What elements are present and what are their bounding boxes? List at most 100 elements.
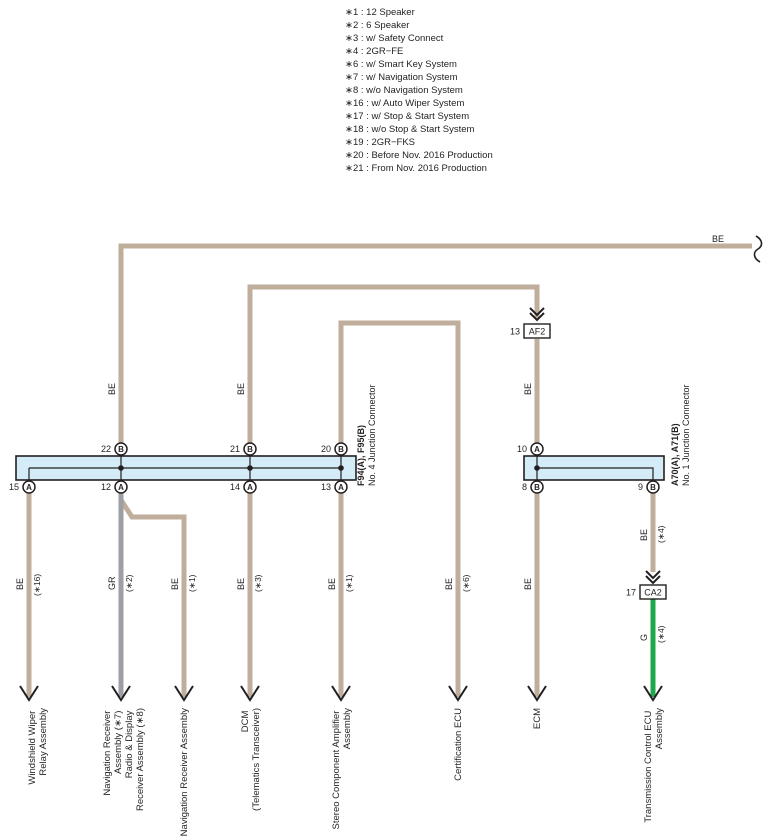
legend-note: ∗16 : w/ Auto Wiper System [345,98,465,109]
pin-number: 13 [321,482,331,492]
pin-letter: A [338,483,344,492]
wire-color-label: BE [107,383,117,395]
pin-letter: A [26,483,32,492]
pin-14 [243,480,257,494]
pin-number: 22 [101,444,111,454]
destination-line: Navigation Receiver Assembly [179,708,190,837]
pin-22 [114,442,128,456]
destination-label: Navigation Receiver Assembly (∗7) Radio … [102,708,146,811]
wire-top-be [118,243,752,445]
wire-color-label: BE [712,234,724,244]
arrow-down-icon [19,685,39,702]
legend-note: ∗3 : w/ Safety Connect [345,33,444,44]
connector-ca2-label: CA2 [644,588,662,598]
connector-af2-pin: 13 [510,327,520,337]
arrow-down-icon [240,685,260,702]
splice-dot [338,465,344,471]
pin-letter: B [247,445,253,454]
junction-connector-4-name: No. 4 Junction Connector [367,384,377,486]
junction-connector-1-name: No. 1 Junction Connector [681,384,691,486]
wire-break-mark [753,235,763,263]
pin-number: 14 [230,482,240,492]
splice-dot [247,465,253,471]
pin-21 [243,442,257,456]
destination-line: Navigation Receiver [102,711,113,796]
pin-letter: B [338,445,344,454]
pin-letter: B [118,445,124,454]
splice-dot [534,465,540,471]
wire-note-label: (∗1) [344,574,354,592]
arrow-down-icon [448,685,468,702]
legend-note: ∗4 : 2GR−FE [345,46,404,57]
connector-ca2-pin: 17 [626,588,636,598]
legend-note: ∗19 : 2GR−FKS [345,137,416,148]
pin-letter: B [650,483,656,492]
pin-number: 20 [321,444,331,454]
pin-10 [530,442,544,456]
junction-connector-1-code: A70(A), A71(B) [670,423,680,486]
legend-note: ∗6 : w/ Smart Key System [345,59,457,70]
wire-color-label: GR [107,576,117,590]
pin-letter: B [534,483,540,492]
destination-line: (Telematics Transceiver) [251,708,262,811]
destination-label: Stereo Component Amplifier Assembly [331,708,353,830]
pin-letter: A [118,483,124,492]
arrow-down-icon [331,685,351,702]
pin-8 [530,480,544,494]
wire-pin12-branch [118,498,187,697]
wire-color-label: BE [327,578,337,590]
legend-notes: ∗1 : 12 Speaker ∗2 : 6 Speaker ∗3 : w/ S… [345,6,493,175]
wire-note-label: (∗16) [32,574,42,596]
pin-12 [114,480,128,494]
destination-line: Certification ECU [453,708,464,781]
wire-note-label: (∗6) [461,574,471,592]
destination-label: Transmission Control ECU Assembly [643,708,665,823]
wire-color-label: BE [444,578,454,590]
destination-line: Transmission Control ECU [643,711,654,823]
destination-line: DCM [240,711,251,733]
wire-note-label: (∗1) [187,574,197,592]
legend-note: ∗21 : From Nov. 2016 Production [345,163,487,174]
destination-line: Assembly [342,708,353,749]
arrow-down-icon [527,685,547,702]
pin-letter: A [247,483,253,492]
pin-letter: A [534,445,540,454]
arrow-down-icon [643,685,663,702]
connector-af2: AF2 13 [510,323,551,339]
pin-13 [334,480,348,494]
legend-note: ∗17 : w/ Stop & Start System [345,111,470,122]
pin-number: 9 [638,482,643,492]
legend-note: ∗7 : w/ Navigation System [345,72,458,83]
wire-color-label: BE [236,578,246,590]
destination-line: Windshield Wiper [27,711,38,785]
legend-note: ∗20 : Before Nov. 2016 Production [345,150,493,161]
wire-color-label: G [639,634,649,641]
wire-color-label: BE [15,578,25,590]
destination-label: ECM [532,708,543,729]
destination-line: Assembly [654,708,665,749]
destination-line: Stereo Component Amplifier [331,711,342,830]
wire-color-label: BE [170,578,180,590]
legend-note: ∗8 : w/o Navigation System [345,85,463,96]
wire-note-label: (∗4) [656,525,666,543]
chevron-down-icon [529,307,545,322]
destination-label: Navigation Receiver Assembly [179,708,190,837]
destination-line: Receiver Assembly (∗8) [135,708,146,811]
pin-9 [646,480,660,494]
pin-20 [334,442,348,456]
destination-line: Radio & Display [124,710,135,778]
chevron-down-icon [645,570,661,585]
wire-note-label: (∗2) [124,574,134,592]
destination-label: Certification ECU [453,708,464,781]
wire-af2-loop [247,284,540,445]
wire-color-label: BE [236,383,246,395]
destination-line: ECM [532,708,543,729]
pin-15 [22,480,36,494]
wire-note-label: (∗3) [253,574,263,592]
junction-connector-4-code: F94(A), F95(B) [356,425,366,486]
pin-number: 8 [522,482,527,492]
pin-number: 15 [9,482,19,492]
wire-color-label: BE [639,529,649,541]
pin-number: 21 [230,444,240,454]
